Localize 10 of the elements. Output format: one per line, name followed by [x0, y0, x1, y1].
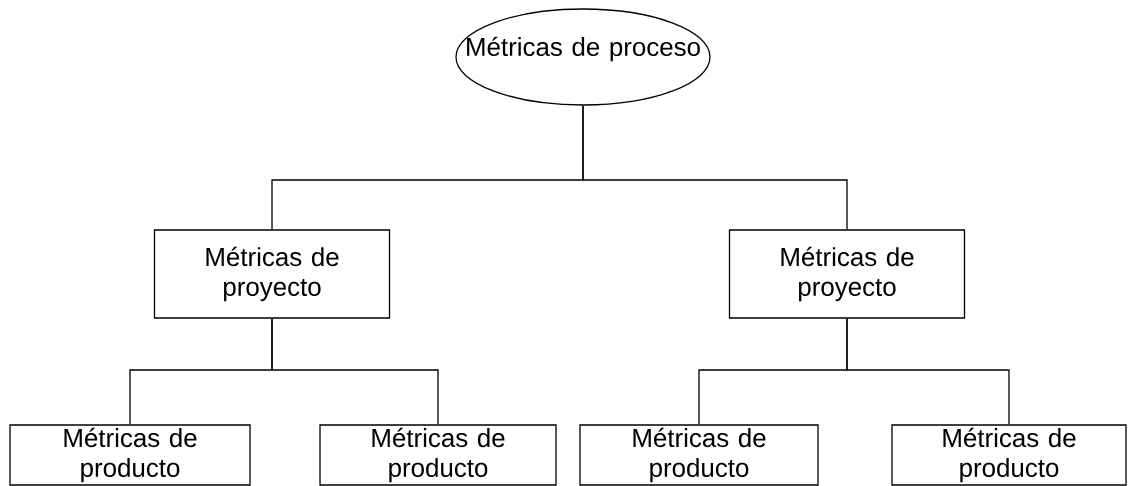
- connector-line: [582, 105, 848, 230]
- process-box: Métricas de producto: [579, 424, 819, 486]
- connector-line: [846, 318, 1010, 425]
- process-box: Métricas de producto: [319, 424, 557, 486]
- process-box: Métricas de proyecto: [153, 229, 391, 319]
- process-box: Métricas de producto: [891, 424, 1127, 486]
- ellipse-node: Métricas de proceso: [455, 8, 711, 106]
- process-box: Métricas de producto: [9, 424, 251, 486]
- process-box: Métricas de proyecto: [728, 229, 966, 319]
- connector-line: [271, 318, 439, 425]
